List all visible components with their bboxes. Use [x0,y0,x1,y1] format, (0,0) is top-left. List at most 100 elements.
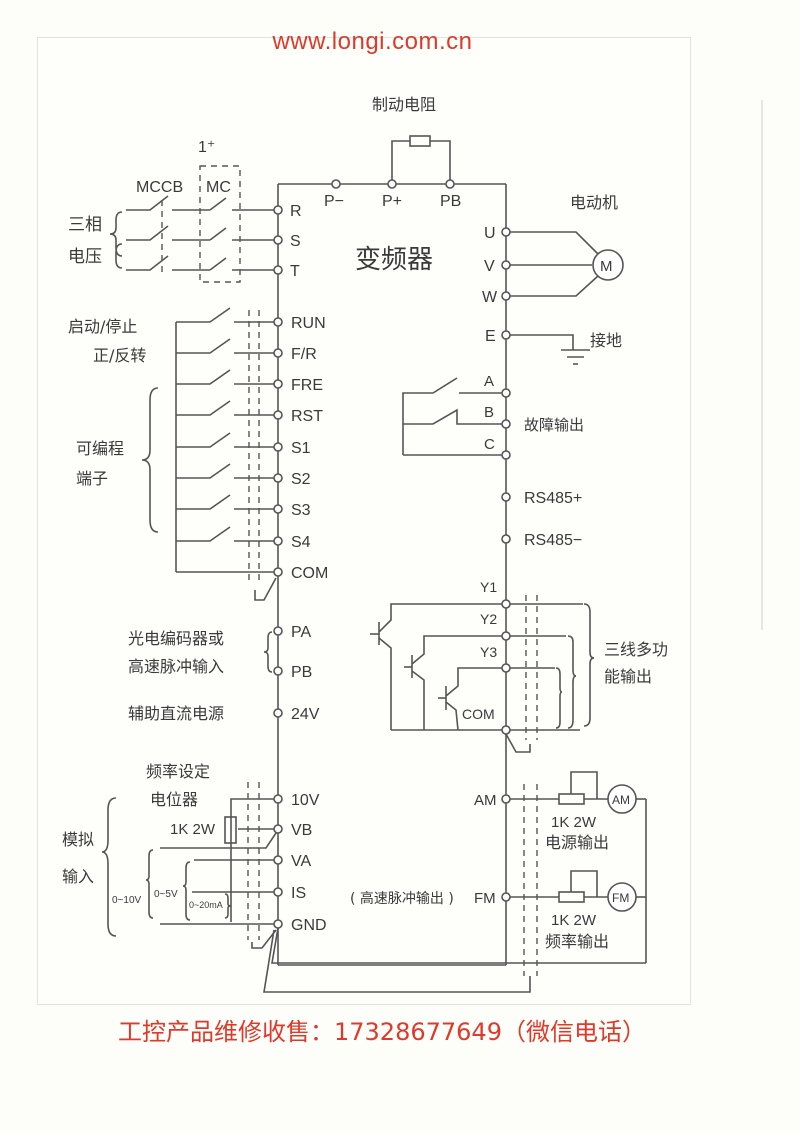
terminal-r [273,205,283,215]
motor-symbol: M [600,258,613,275]
programmable-label: 可编程 [76,439,124,458]
label-rst: RST [291,408,323,425]
digital-input-switches [175,307,277,601]
terminal-pb-dc [445,179,455,189]
label-10v: 10V [291,792,320,809]
input-label: 输入 [62,867,94,886]
label-t: T [290,263,300,280]
label-s3: S3 [291,502,311,519]
label-a: A [484,373,494,390]
analog-label: 模拟 [62,830,94,849]
label-pa: PA [291,624,311,641]
label-24v: 24V [291,706,320,723]
am-meter-icon [607,784,637,814]
three-phase-label: 三相 [68,215,102,235]
range-20ma-label: 0~20mA [189,900,223,910]
fm-meter-label: FM [612,891,629,905]
ground-label: 接地 [590,331,622,350]
pot-label: 频率设定 [146,762,210,781]
pot-rating: 1K 2W [170,821,216,838]
terminal-am [501,794,511,804]
label-u: U [484,225,496,242]
label-fre: FRE [291,377,323,394]
fm-output-label: 频率输出 [545,932,609,951]
motor-label: 电动机 [570,193,618,212]
label-com: COM [291,565,328,582]
y2-brace-icon [567,635,577,729]
voltage-label: 电压 [68,247,102,267]
terminal-24v [273,708,283,718]
label-b: B [484,404,494,421]
fault-relay-contacts [402,377,502,456]
analog-input-terminals [273,794,283,929]
label-va: VA [291,853,311,870]
mc-label: MC [206,179,231,196]
watermark-url: www.longi.com.cn [272,28,473,55]
pulse-input-label: 高速脉冲输入 [128,657,224,676]
label-w: W [482,289,498,306]
potentiometer-icon [224,816,237,844]
fwd-rev-label: 正/反转 [93,346,146,365]
page-edge-line [761,100,763,630]
transistor-outputs [370,595,583,753]
fault-output-label: 故障输出 [524,416,584,434]
digital-input-terminals [273,317,283,577]
terminal-u [501,227,511,237]
encoder-label: 光电编码器或 [128,629,224,648]
label-pb-dc: PB [440,193,461,210]
ground-icon [510,334,590,365]
label-gnd: GND [291,917,327,934]
label-e: E [485,328,496,345]
label-rs485-plus: RS485+ [524,490,582,507]
potentiometer-label: 电位器 [150,790,198,809]
brace-icon [109,211,123,269]
multi-output-terminals [501,599,511,735]
terminal-b [501,419,511,429]
terminal-p-plus [387,179,397,189]
label-s: S [290,233,301,250]
watermark-contact: 工控产品维修收售：17328677649（微信电话） [118,1018,646,1046]
terminal-c [501,450,511,460]
analog-brace-icon [101,797,117,937]
am-trim-resistor-icon [558,793,585,805]
am-output-label: 电源输出 [545,833,609,852]
label-rs485-minus: RS485− [524,532,582,549]
terminal-pb [273,666,283,676]
label-is: IS [291,885,306,902]
terminal-pa [273,626,283,636]
y3-brace-icon [555,667,563,729]
start-stop-label: 启动/停止 [68,317,137,336]
label-am: AM [474,792,497,809]
range-5v-brace-icon [182,861,191,921]
terminal-p-minus [331,179,341,189]
label-fm: FM [474,890,496,907]
multi-output-label: 三线多功 [604,640,668,659]
contactor-box [199,165,241,283]
terminal-t [273,265,283,275]
diagram-frame [37,37,691,1005]
label-s1: S1 [291,440,311,457]
terminal-rs485-minus [501,534,511,544]
fm-meter-icon [607,882,637,912]
aux-power-label: 辅助直流电源 [128,704,224,723]
terminal-v [501,260,511,270]
label-v: V [484,258,495,275]
terminals-label: 端子 [76,469,108,488]
label-p-plus: P+ [382,193,402,210]
terminal-s [273,235,283,245]
label-c: C [484,436,495,453]
terminal-fm [501,892,511,902]
programmable-brace-icon [141,387,159,533]
label-run: RUN [291,315,326,332]
label-s4: S4 [291,534,311,551]
braking-resistor-icon [391,135,451,184]
label-out-com: COM [462,706,495,722]
am-meter-label: AM [612,793,630,807]
label-r: R [290,203,302,220]
y1-brace-icon [583,603,595,727]
inverter-title: 变频器 [355,245,433,275]
label-pb: PB [291,664,312,681]
label-y1: Y1 [480,579,497,595]
label-fr: F/R [291,346,317,363]
terminal-a [501,388,511,398]
